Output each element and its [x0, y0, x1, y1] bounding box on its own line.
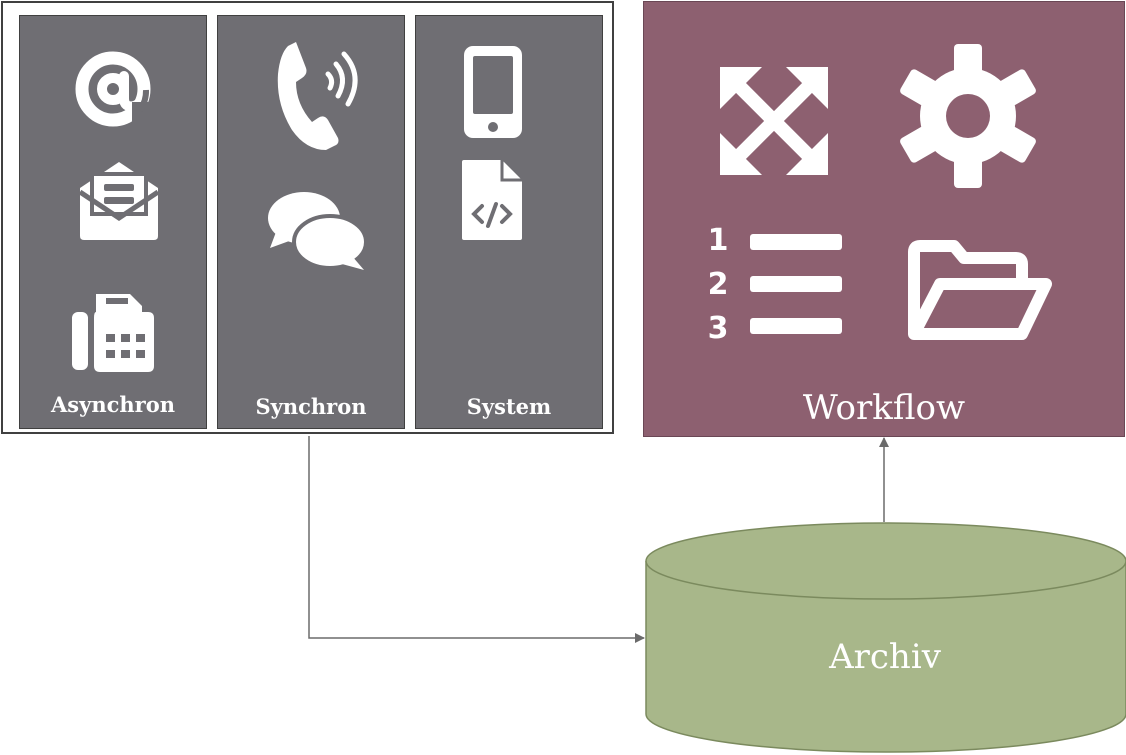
panel-label-system: System: [466, 394, 552, 419]
svg-text:1: 1: [708, 224, 729, 258]
panel-synchron: Synchron: [217, 15, 405, 429]
connector-channels-to-archive: [308, 436, 645, 643]
phone-handset-icon: [277, 42, 358, 150]
panel-asynchron: Asynchron: [19, 15, 207, 429]
archive-cylinder: [645, 522, 1126, 753]
code-file-icon: [462, 160, 522, 240]
open-folder-icon: [908, 240, 1052, 340]
workflow-box: 1 2 3 Workflow: [643, 1, 1125, 437]
svg-text:3: 3: [708, 311, 729, 344]
numbered-list-icon: 1 2 3: [708, 224, 842, 344]
chat-bubbles-icon: [268, 192, 368, 270]
panel-system: System: [415, 15, 603, 429]
email-envelope-icon: [78, 162, 160, 240]
mobile-phone-icon: [464, 46, 522, 138]
at-sign-icon: [75, 51, 154, 132]
panel-label-asynchron: Asynchron: [51, 392, 175, 417]
channels-container: Asynchron Synchron: [1, 1, 614, 434]
gear-icon: [900, 44, 1036, 188]
fax-machine-icon: [72, 294, 154, 372]
expand-arrows-icon: [720, 67, 828, 175]
archive-label: Archiv: [829, 637, 941, 677]
workflow-label: Workflow: [802, 388, 966, 428]
panel-label-synchron: Synchron: [255, 394, 367, 419]
svg-text:2: 2: [708, 267, 729, 302]
